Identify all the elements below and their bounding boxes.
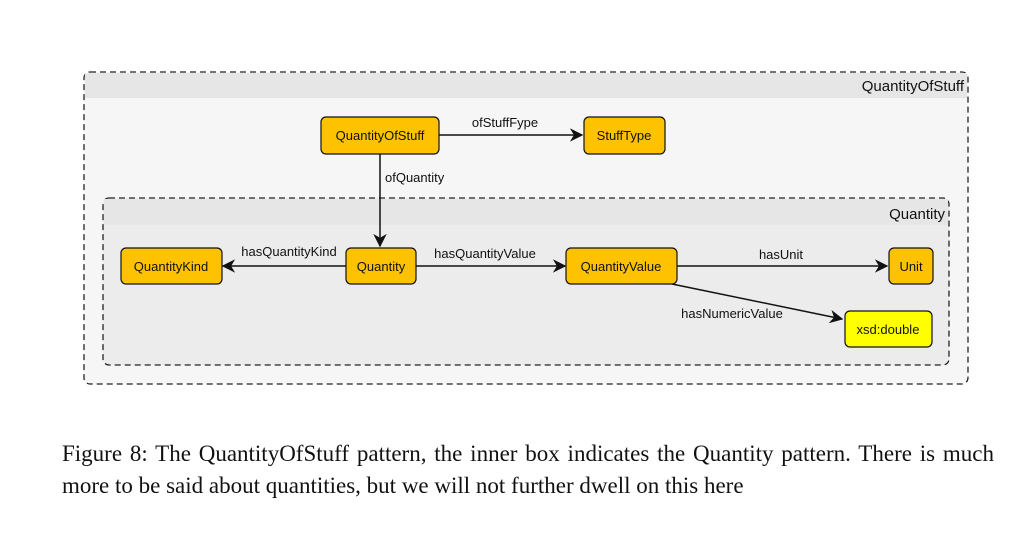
node-label-quantity-of-stuff: QuantityOfStuff: [336, 128, 425, 143]
outer-container-label: QuantityOfStuff: [862, 78, 965, 95]
figure-caption: Figure 8: The QuantityOfStuff pattern, t…: [62, 441, 994, 498]
node-xsd-double: xsd:double: [844, 310, 933, 348]
edge-label-has-quantity-kind: hasQuantityKind: [241, 244, 336, 259]
edge-label-has-quantity-value: hasQuantityValue: [434, 246, 536, 261]
edge-label-has-numeric-value: hasNumericValue: [681, 306, 783, 321]
edge-has-quantity-value: hasQuantityValue: [416, 246, 567, 273]
node-unit: Unit: [888, 247, 934, 285]
inner-container: Quantity: [102, 197, 950, 366]
edge-has-unit: hasUnit: [677, 247, 889, 273]
node-label-stuff-type: StuffType: [597, 128, 652, 143]
node-quantity-value: QuantityValue: [565, 247, 678, 285]
node-quantity-kind: QuantityKind: [120, 247, 223, 285]
edge-has-numeric-value: hasNumericValue: [671, 283, 844, 324]
edge-label-of-stuff-type: ofStuffFype: [472, 115, 538, 130]
node-quantity: Quantity: [345, 247, 417, 285]
node-label-xsd-double: xsd:double: [857, 322, 920, 337]
quantity-of-stuff-diagram: QuantityOfStuff Quantity ofStuffFype ofQ…: [83, 71, 969, 385]
edge-label-has-unit: hasUnit: [759, 247, 803, 262]
node-label-quantity-kind: QuantityKind: [134, 259, 208, 274]
node-label-unit: Unit: [899, 259, 923, 274]
edge-of-quantity: ofQuantity: [373, 154, 445, 248]
edge-of-stuff-type: ofStuffFype: [439, 115, 584, 142]
node-label-quantity: Quantity: [357, 259, 406, 274]
node-quantity-of-stuff: QuantityOfStuff: [320, 116, 440, 155]
inner-container-label: Quantity: [889, 206, 945, 223]
node-stuff-type: StuffType: [583, 116, 666, 155]
node-label-quantity-value: QuantityValue: [581, 259, 662, 274]
edge-has-quantity-kind: hasQuantityKind: [221, 244, 346, 273]
edge-label-of-quantity: ofQuantity: [385, 170, 445, 185]
